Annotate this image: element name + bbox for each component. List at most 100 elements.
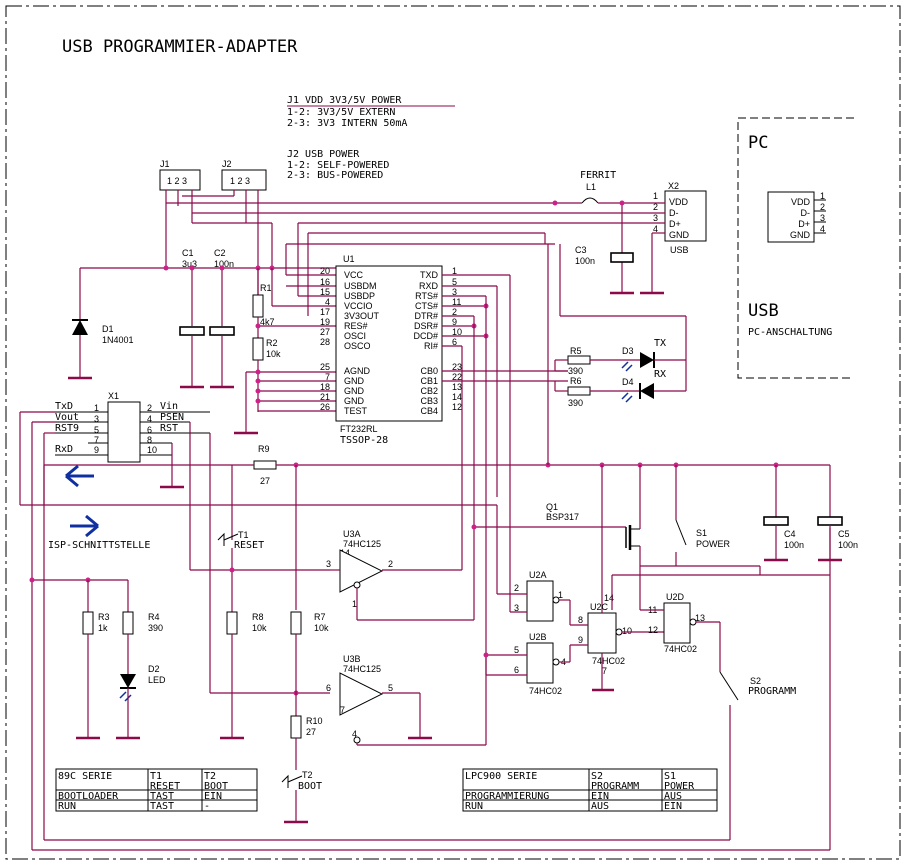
r5-ref: R5 — [570, 346, 582, 356]
u1-pin-test: TEST — [344, 406, 368, 416]
r3-val: 1k — [98, 623, 108, 633]
j2-pins: 1 2 3 — [230, 176, 250, 186]
u2b-pin5: 5 — [514, 645, 519, 655]
t1-h1: 89C SERIE — [58, 771, 112, 782]
u1-pin-num-23: 23 — [452, 362, 462, 372]
x1-pin-7: 7 — [94, 435, 99, 445]
r6-val: 390 — [568, 398, 583, 408]
t1-r1c1: BOOTLOADER — [58, 791, 119, 802]
u1-package: TSSOP-28 — [340, 435, 388, 446]
x2-num-4: 4 — [653, 224, 658, 234]
t2-r1c3: AUS — [664, 791, 682, 802]
r7-r8-r10-t2: R8 10k R7 10k R10 27 T2 BOOT — [220, 611, 329, 824]
u1-pin-num-5: 5 — [452, 277, 457, 287]
note-j1-line1: 1-2: 3V3/5V EXTERN — [287, 107, 395, 118]
u2c-name: 74HC02 — [592, 656, 625, 666]
u1-pin-num-10: 10 — [452, 327, 462, 337]
u3a-pin1: 1 — [352, 599, 357, 609]
t2-r2c1: RUN — [465, 801, 483, 812]
u1-pin-gnd: GND — [344, 396, 365, 406]
x2-name: USB — [670, 245, 689, 255]
u3b-name: 74HC125 — [343, 664, 381, 674]
t1-h3: T2 — [204, 771, 216, 782]
d2-ref: D2 — [148, 664, 160, 674]
c1-ref: C1 — [182, 248, 194, 258]
u3b-pin4: 4 — [352, 729, 357, 739]
r3-r4-d2: R3 1k R4 390 D2 LED — [29, 577, 166, 740]
t2-h2b: PROGRAMM — [591, 781, 639, 792]
u1-pin-num-1: 1 — [452, 266, 457, 276]
x1-isp-connector: X1 TxD Vout RST9 RxD 1 3 5 7 9 2 4 6 8 1… — [55, 391, 210, 489]
r10-ref: R10 — [306, 716, 323, 726]
t2-r2c2: AUS — [591, 801, 609, 812]
u1-pin-rtsn: RTS# — [415, 291, 438, 301]
r10-val: 27 — [306, 727, 316, 737]
c2-ref: C2 — [214, 248, 226, 258]
x1-label-vin: Vin — [160, 401, 178, 412]
u1-pin-num-18: 18 — [320, 382, 330, 392]
r2-ref: R2 — [266, 338, 278, 348]
u1-pin-gnd: GND — [344, 376, 365, 386]
x1-pin-1: 1 — [94, 403, 99, 413]
u2d-pin13: 13 — [695, 613, 705, 623]
x1-pin-2: 2 — [147, 403, 152, 413]
t2-r2c3: EIN — [664, 801, 682, 812]
u1-pin-num-21: 21 — [320, 392, 330, 402]
u1-pin-vcc: VCC — [344, 270, 364, 280]
u1-pin-cb3: CB3 — [420, 396, 438, 406]
c5-val: 100n — [838, 540, 858, 550]
t2-ref: T2 — [302, 770, 313, 780]
u1-ref: U1 — [343, 254, 355, 264]
x1-loops — [19, 411, 831, 851]
u1-pin-dsrn: DSR# — [414, 321, 438, 331]
r8-val: 10k — [252, 623, 267, 633]
u2c-pin8: 8 — [578, 615, 583, 625]
u1-pin-num-9: 9 — [452, 317, 457, 327]
u1-pin-usbdm: USBDM — [344, 281, 377, 291]
u2b-ref: U2B — [529, 632, 547, 642]
u1-pin-cb1: CB1 — [420, 376, 438, 386]
pc-pin-dm: D- — [801, 208, 811, 218]
pc-sub-label: PC-ANSCHALTUNG — [748, 327, 832, 338]
u1-pin-num-26: 26 — [320, 402, 330, 412]
x1-label-rxd: RxD — [55, 444, 73, 455]
pc-num-4: 4 — [820, 224, 825, 234]
t2-h3b: POWER — [664, 781, 695, 792]
j1-pins: 1 2 3 — [167, 176, 187, 186]
u1-pin-osci: OSCI — [344, 331, 366, 341]
x1-pin-8: 8 — [147, 435, 152, 445]
u1-pin-num-4: 4 — [325, 297, 330, 307]
u1-pin-num-25: 25 — [320, 362, 330, 372]
ferrit-label: FERRIT — [580, 170, 616, 181]
u1-pin-num-16: 16 — [320, 277, 330, 287]
u3a-pin3: 3 — [326, 559, 331, 569]
c4-c5: C4 100n C5 100n — [763, 465, 858, 562]
u1-name: FT232RL — [340, 424, 378, 434]
x1-pin-10: 10 — [147, 445, 157, 455]
x1-label-txd: TxD — [55, 401, 73, 412]
u1-pin-usbdp: USBDP — [344, 291, 375, 301]
u1-pin-num-11: 11 — [452, 297, 461, 307]
x2-usb-connector: X2 VDD D- D+ GND USB 1 2 3 4 — [653, 181, 707, 255]
u2a-ref: U2A — [529, 570, 547, 580]
r1-ref: R1 — [260, 283, 272, 293]
t1-r1c2: TAST — [150, 791, 174, 802]
u3a-buffer: U3A 74HC125 14 3 2 1 — [326, 346, 474, 621]
l1-ref: L1 — [586, 182, 596, 192]
u1-pin-resn: RES# — [344, 321, 368, 331]
u3b-pin5: 5 — [388, 683, 393, 693]
x1-label-rst: RST — [160, 423, 178, 434]
u3b-pin7: 7 — [340, 705, 345, 715]
x1-pin-4: 4 — [147, 414, 152, 424]
u1-pin-num-12: 12 — [452, 402, 462, 412]
drawing-border — [5, 5, 901, 860]
note-j2-line2: 2-3: BUS-POWERED — [287, 170, 383, 181]
u1-pin-rxd: RXD — [419, 281, 439, 291]
u2d-pin12: 12 — [648, 625, 658, 635]
u1-pin-3v3out: 3V3OUT — [344, 311, 380, 321]
u1-pin-txd: TXD — [420, 270, 439, 280]
c4-val: 100n — [784, 540, 804, 550]
u2d-name: 74HC02 — [664, 644, 697, 654]
